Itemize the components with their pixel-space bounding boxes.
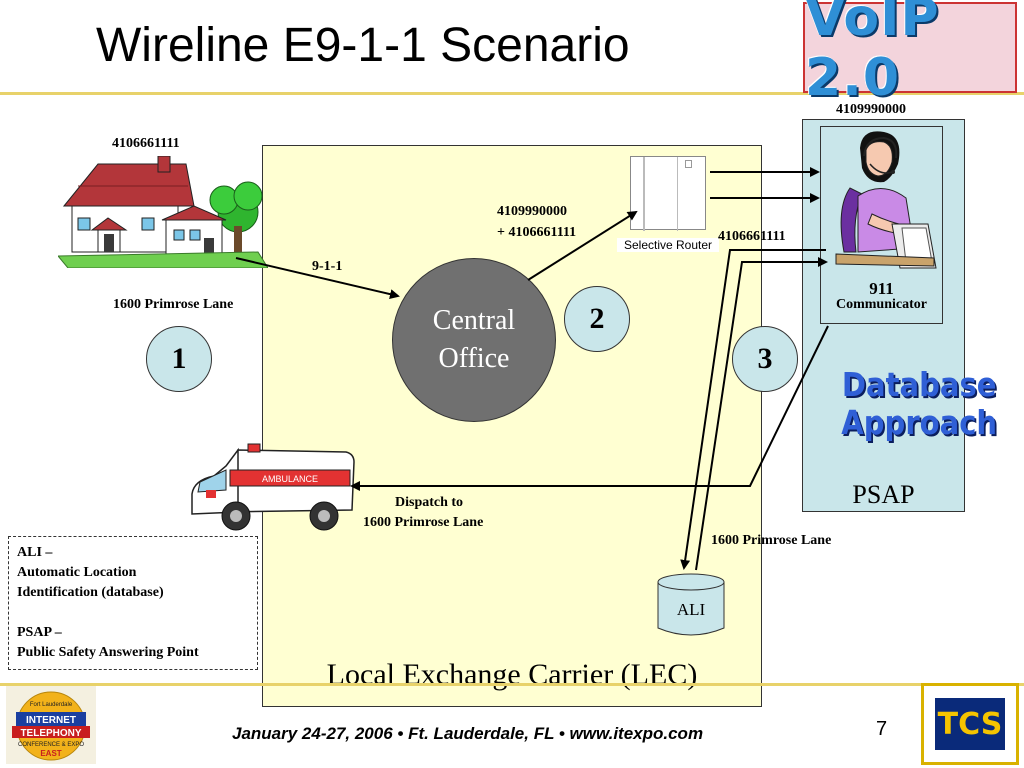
legend-ali-title: ALI – xyxy=(17,545,53,560)
step-1-badge: 1 xyxy=(146,326,212,392)
caller-number: 4106661111 xyxy=(112,136,180,151)
legend-box: ALI – Automatic Location Identification … xyxy=(8,536,258,670)
selective-router-label: Selective Router xyxy=(617,238,719,252)
central-office-line1: Central xyxy=(432,305,516,336)
itexpo-logo-line2: INTERNET xyxy=(26,715,76,726)
slide-title: Wireline E9-1-1 Scenario xyxy=(96,19,630,72)
selective-router-icon xyxy=(630,156,706,231)
psap-caller-number: 4106661111 xyxy=(718,229,786,244)
footer-text: January 24-27, 2006 • Ft. Lauderdale, FL… xyxy=(232,724,704,743)
communicator-label: Communicator xyxy=(836,297,927,312)
itexpo-logo-line1: Fort Lauderdale xyxy=(30,702,73,708)
page-number: 7 xyxy=(876,718,888,740)
psap-label: PSAP xyxy=(852,480,915,509)
step-3-badge: 3 xyxy=(732,326,798,392)
dispatch-line2: 1600 Primrose Lane xyxy=(363,515,484,530)
legend-psap-title: PSAP – xyxy=(17,625,62,640)
ambulance-text: AMBULANCE xyxy=(262,474,318,484)
legend-ali-line2: Identification (database) xyxy=(17,585,164,600)
dial-label: 9-1-1 xyxy=(312,259,343,274)
central-office-line2: Office xyxy=(438,343,510,374)
itexpo-logo-line3: TELEPHONY xyxy=(20,728,81,739)
central-office-node: Central Office xyxy=(392,258,556,422)
router-route-line2: + 4106661111 xyxy=(497,225,577,240)
tcs-logo-text: TCS xyxy=(937,706,1003,742)
ali-label: ALI xyxy=(676,600,706,619)
database-approach-line1: Database xyxy=(841,365,997,404)
legend-ali-line1: Automatic Location xyxy=(17,565,137,580)
communicator-number: 911 xyxy=(869,279,894,298)
house-icon xyxy=(58,156,268,268)
ali-database-icon xyxy=(657,573,725,636)
database-approach-label: Database Approach xyxy=(840,366,998,442)
lec-label: Local Exchange Carrier (LEC) xyxy=(326,658,698,691)
title-divider xyxy=(0,92,1024,95)
tcs-logo: TCS xyxy=(921,683,1019,765)
caller-address: 1600 Primrose Lane xyxy=(113,297,234,312)
footer-divider xyxy=(0,683,1024,686)
psap-number: 4109990000 xyxy=(836,102,906,117)
operator-icon xyxy=(835,131,937,269)
step-2-badge: 2 xyxy=(564,286,630,352)
ambulance-icon: AMBULANCE xyxy=(191,443,355,531)
database-approach-line2: Approach xyxy=(841,403,998,442)
itexpo-logo-line4: CONFERENCE & EXPO xyxy=(18,742,84,748)
dispatch-line1: Dispatch to xyxy=(395,495,464,510)
itexpo-logo-line5: EAST xyxy=(40,749,61,758)
router-route-line1: 4109990000 xyxy=(497,204,567,219)
ali-address: 1600 Primrose Lane xyxy=(711,533,832,548)
itexpo-logo: Fort Lauderdale INTERNET TELEPHONY CONFE… xyxy=(6,686,96,764)
voip-logo: VoIP 2.0 xyxy=(803,0,1017,108)
voip-logo-text: VoIP 2.0 xyxy=(805,0,940,108)
legend-psap-line1: Public Safety Answering Point xyxy=(17,645,199,660)
